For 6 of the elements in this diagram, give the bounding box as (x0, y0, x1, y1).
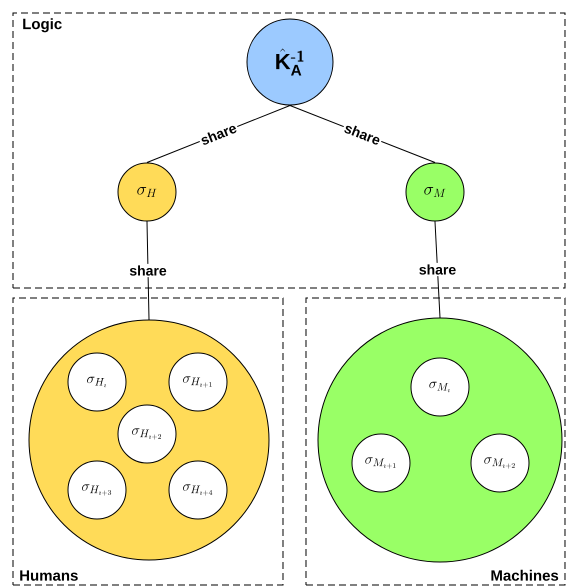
edge-label: share (341, 120, 384, 148)
edge-label: share (197, 120, 240, 148)
edge-label: share (417, 262, 458, 276)
connector-line (146, 221, 150, 320)
edge-label: share (128, 264, 168, 278)
connector-line (434, 221, 440, 318)
